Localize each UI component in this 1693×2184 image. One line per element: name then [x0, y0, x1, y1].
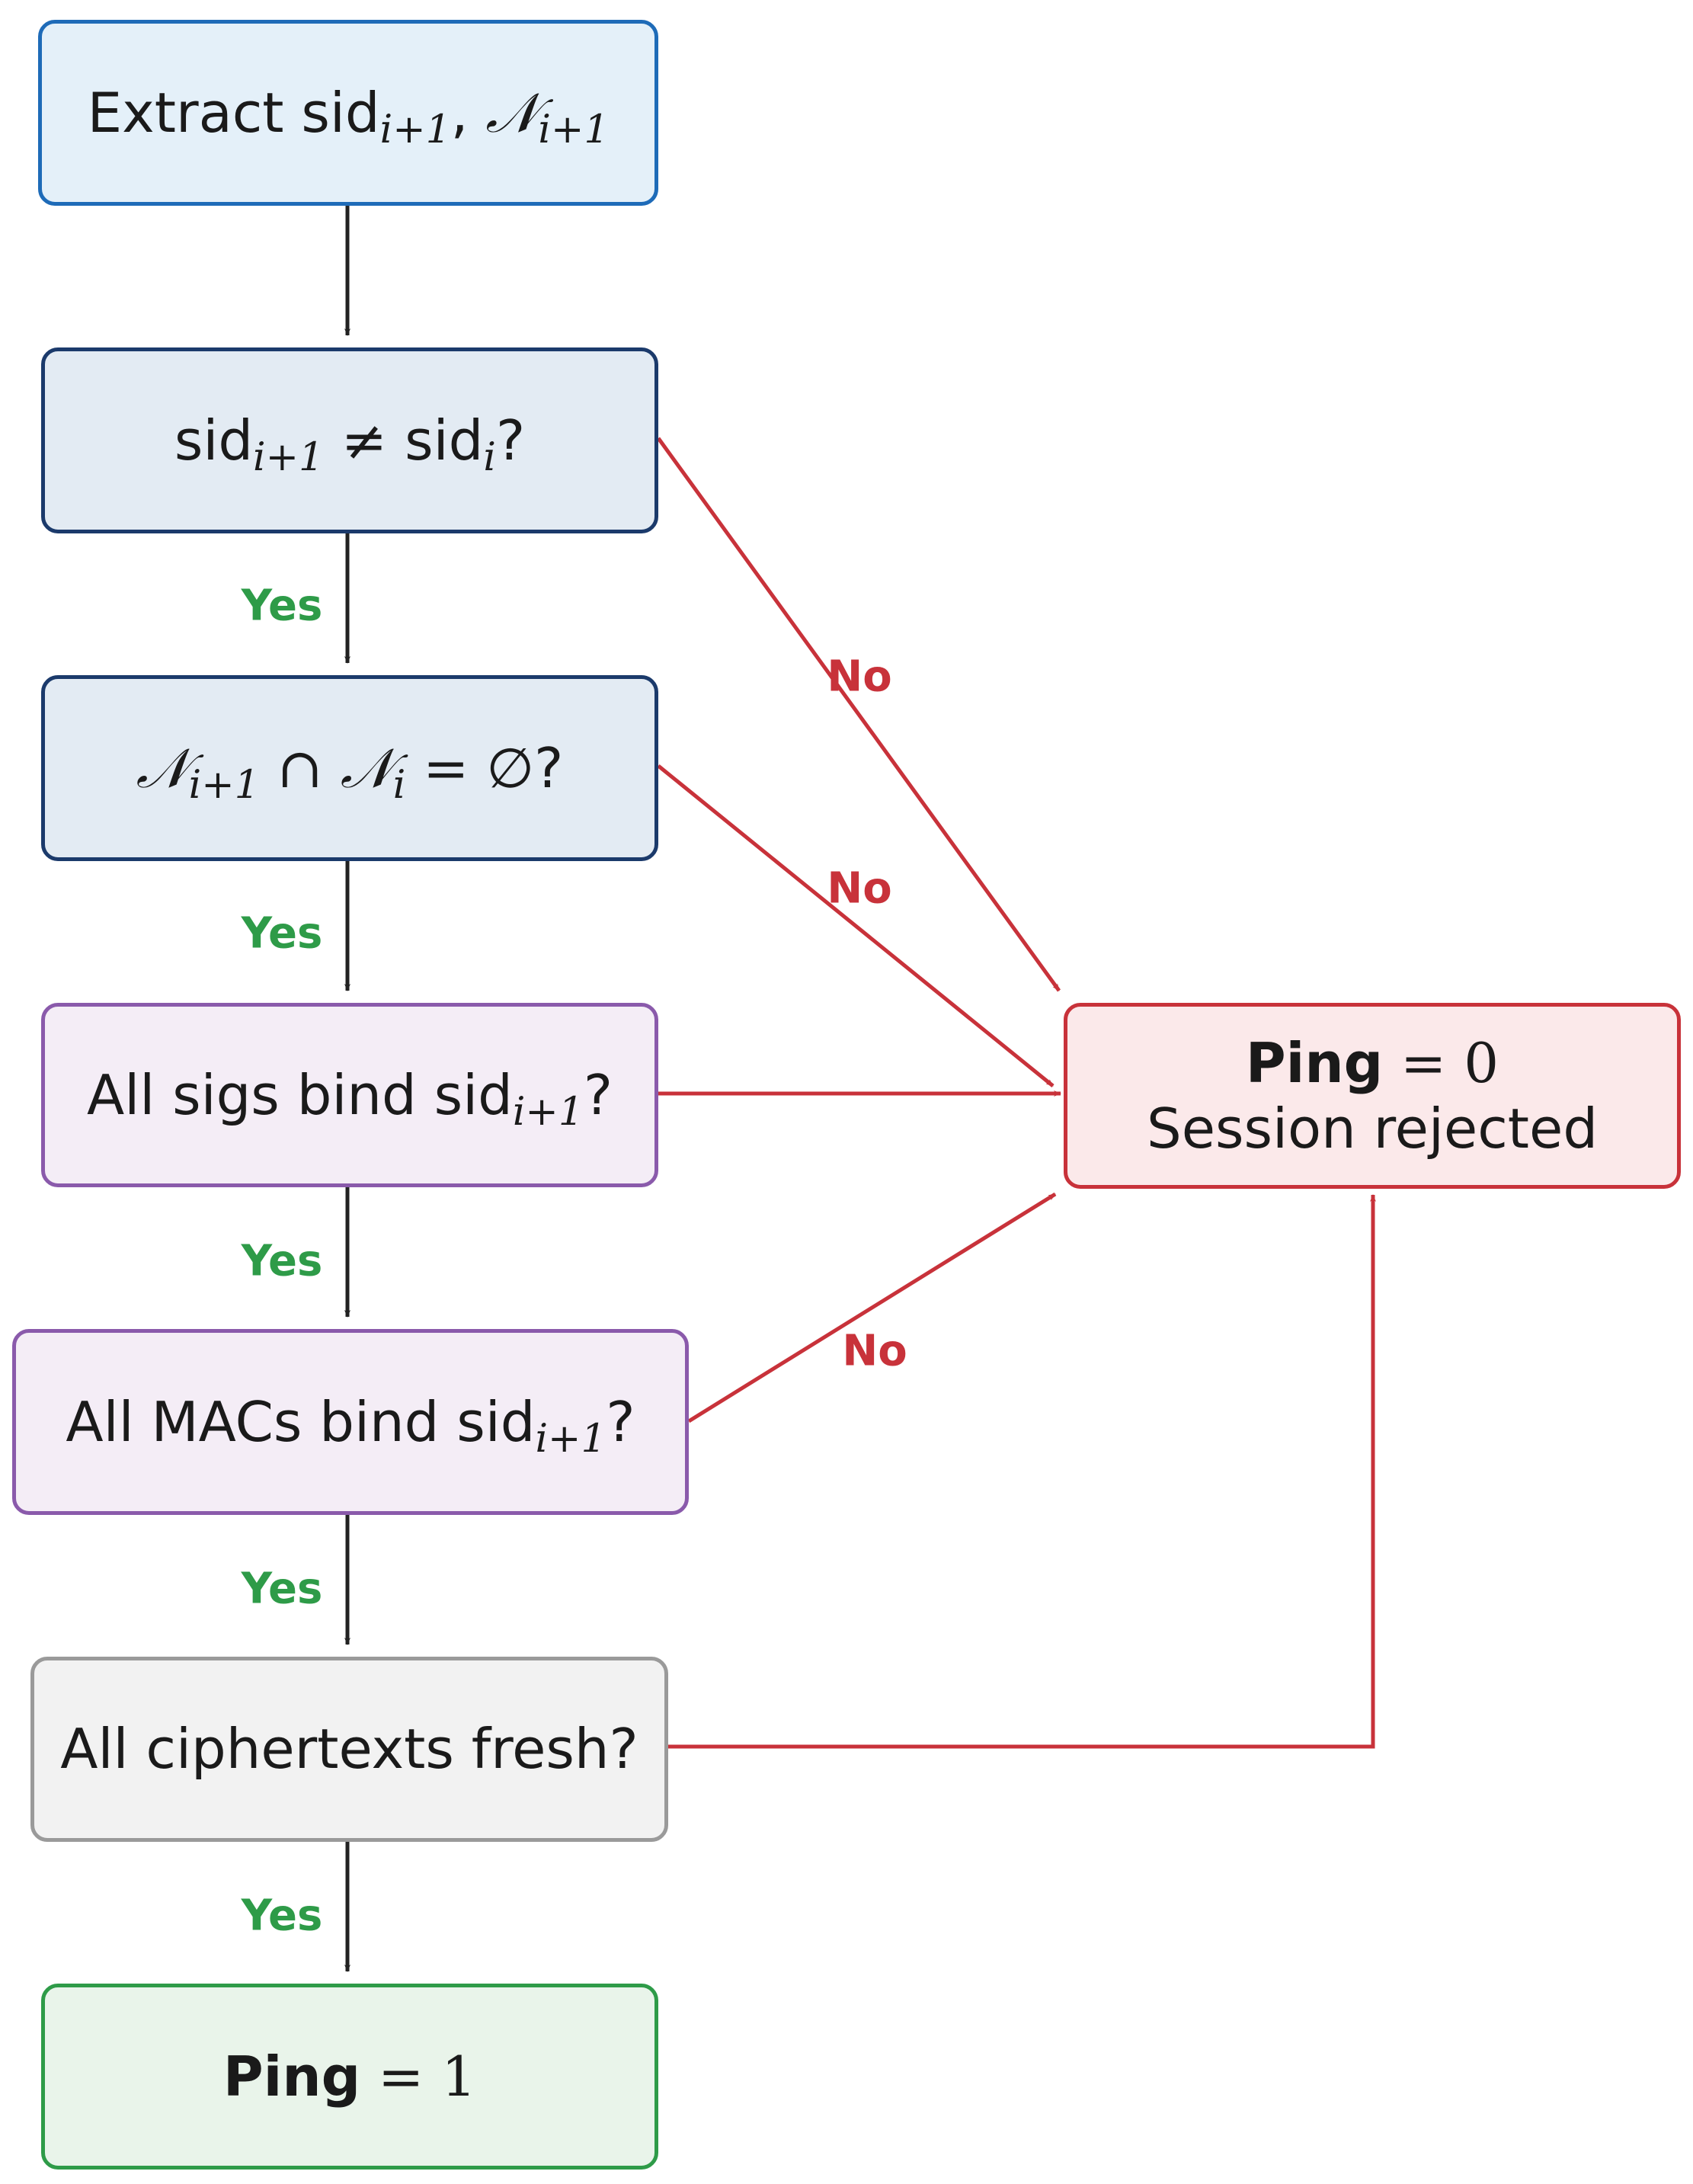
extract-sid-subscript: i+1 [379, 107, 451, 153]
edge-fresh-no [668, 1194, 1376, 1749]
sid-check-lhs: sid [174, 408, 254, 472]
macs-check-label: All MACs bind sid [66, 1389, 536, 1454]
yes-label-sigs: Yes [241, 1236, 323, 1286]
nonce-check-empty-set: = ∅ [405, 735, 535, 800]
edge-nonce-no [657, 764, 1055, 1087]
macs-check-subscript: i+1 [535, 1416, 606, 1462]
nonce-check-subscript-2: i [392, 762, 406, 809]
nonce-check-node: 𝒩i+1 ∩ 𝒩i = ∅? [41, 675, 658, 861]
nonce-check-question-mark: ? [534, 735, 564, 800]
sid-check-node: sidi+1 ≠ sidi? [41, 347, 658, 533]
sigs-check-question-mark: ? [583, 1062, 613, 1127]
yes-label-macs: Yes [241, 1564, 323, 1614]
ping-reject-caption: Session rejected [1146, 1097, 1599, 1161]
sid-check-rhs-subscript: i [483, 434, 496, 481]
extract-nonce-subscript: i+1 [538, 107, 610, 153]
ping-reject-value: = 0 [1383, 1030, 1499, 1095]
nonce-check-symbol-2: 𝒩 [340, 735, 393, 800]
sid-check-rhs: sid [405, 408, 484, 472]
edge-sid-no [656, 437, 1061, 992]
ping-reject-node: Ping = 0 Session rejected [1064, 1003, 1681, 1189]
ping-success-node: Ping = 1 [41, 1984, 658, 2170]
sid-check-question-mark: ? [495, 408, 526, 472]
ping-reject-name: Ping [1245, 1030, 1384, 1095]
fresh-check-node: All ciphertexts fresh? [30, 1657, 668, 1842]
extract-separator: , [450, 80, 486, 145]
macs-check-node: All MACs bind sidi+1? [12, 1329, 689, 1515]
edge-macs-no [687, 1192, 1057, 1423]
nonce-check-symbol-1: 𝒩 [136, 735, 189, 800]
nonce-check-subscript-1: i+1 [188, 762, 260, 809]
yes-label-sid: Yes [241, 581, 323, 631]
yes-label-fresh: Yes [241, 1891, 323, 1941]
sigs-check-label: All sigs bind sid [86, 1062, 513, 1127]
sigs-check-subscript: i+1 [512, 1089, 584, 1135]
no-label-sid: No [827, 652, 892, 702]
extract-node: Extract sidi+1, 𝒩i+1 [38, 20, 658, 206]
sid-check-lhs-subscript: i+1 [253, 434, 325, 481]
extract-label: Extract sid [87, 80, 380, 145]
sid-check-operator: ≠ [324, 408, 405, 472]
ping-success-value: = 1 [360, 2044, 477, 2109]
macs-check-question-mark: ? [606, 1389, 635, 1454]
extract-nonce-symbol: 𝒩 [485, 80, 539, 145]
nonce-check-intersection: ∩ [259, 735, 341, 800]
sigs-check-node: All sigs bind sidi+1? [41, 1003, 658, 1187]
no-label-macs: No [842, 1326, 907, 1376]
ping-success-name: Ping [222, 2044, 361, 2109]
no-label-nonce: No [827, 863, 892, 914]
fresh-check-label: All ciphertexts fresh? [60, 1717, 638, 1782]
yes-label-nonce: Yes [241, 908, 323, 959]
